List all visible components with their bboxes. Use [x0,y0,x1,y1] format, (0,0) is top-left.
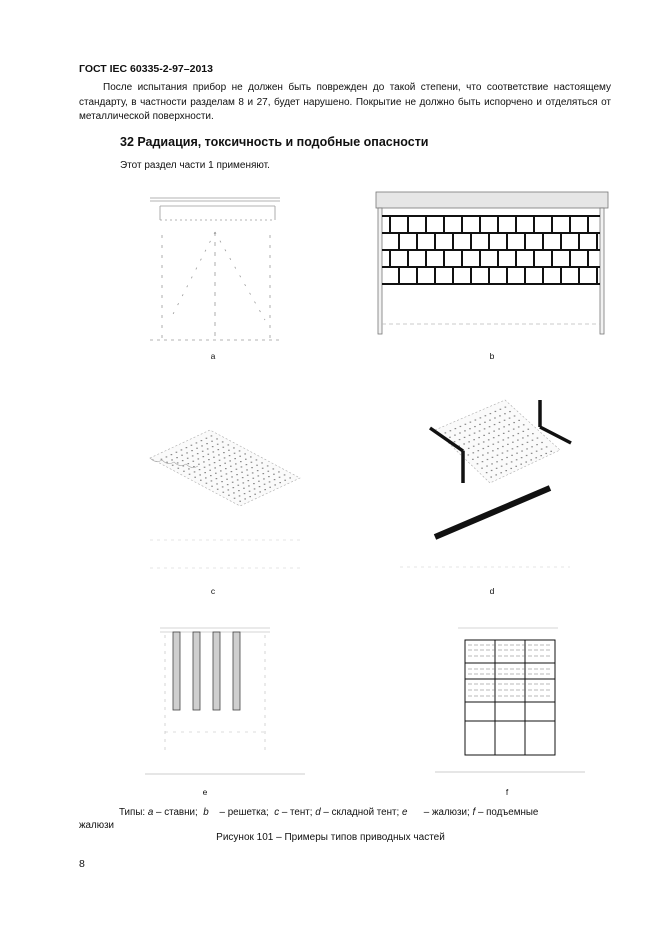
section-text: Этот раздел части 1 применяют. [120,160,270,171]
figure-c-awning [149,429,301,569]
legend-d-key: d [315,807,321,818]
page-number: 8 [79,858,85,870]
figure-e-label: e [202,787,208,797]
figure-a-shutter [150,197,280,341]
legend-b-key: b [203,807,209,818]
legend-d-text: – складной тент; [323,807,400,818]
figure-a-label: a [210,351,216,361]
figure-e-louvres [145,627,305,775]
figure-d-folding-awning [400,399,572,568]
legend-a-key: a [147,807,154,818]
section-title: 32 Радиация, токсичность и подобные опас… [120,135,429,149]
figure-d-label: d [489,586,495,596]
body-paragraph-text: После испытания прибор не должен быть по… [79,82,611,122]
legend-c-text: – тент; [281,807,313,818]
document-header: ГОСТ IEC 60335-2-97–2013 [79,63,213,75]
legend-a-text: – ставни; [156,807,198,818]
figure-caption: Рисунок 101 – Примеры типов приводных ча… [216,832,445,843]
figure-b-label: b [489,351,495,361]
figure-f-label: f [505,787,509,797]
figure-legend: Типы: a – ставни; b – решетка; c – тент;… [79,806,611,832]
figure-f-roller-blinds [435,627,585,773]
figure-b-grille [375,191,609,335]
legend-e-key: e [402,807,408,818]
legend-c-key: c [274,807,280,818]
legend-f-text: – подъемные [477,807,539,818]
body-paragraph: После испытания прибор не должен быть по… [79,81,611,125]
legend-f-text-cont: жалюзи [79,820,115,831]
legend-e-text: – жалюзи; [423,807,470,818]
legend-f-key: f [472,807,476,818]
legend-b-text: – решетка; [219,807,269,818]
legend-prefix: Типы: [119,807,146,818]
figure-c-label: c [210,586,216,596]
